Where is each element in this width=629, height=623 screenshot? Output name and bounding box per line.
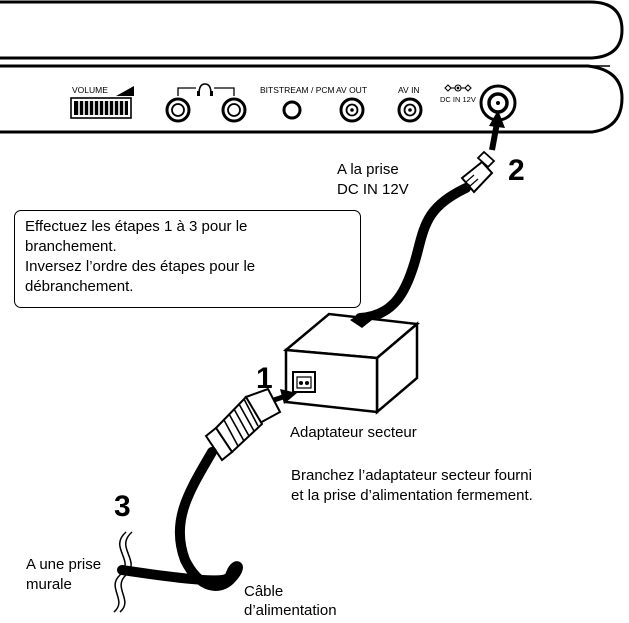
power-cable [117,447,243,591]
instruction-line-2: et la prise d’alimentation fermement. [291,487,533,504]
cable-label-line2: d’alimentation [244,602,337,619]
ac-plug [204,387,282,462]
instruction-line-1: Branchez l’adaptateur secteur fourni [291,467,532,484]
av-in-jack[interactable] [397,97,423,123]
note-line-3: Inversez l’ordre des étapes pour le [25,258,256,275]
step-2-arrow [489,110,505,151]
dc-in-label: DC IN 12V [440,95,476,104]
volume-label: VOLUME [72,85,108,95]
cable-label-line1: Câble [244,583,284,600]
headphone-jack-1[interactable] [165,97,191,123]
step-3-number: 3 [114,490,131,523]
headphone-icon [198,83,212,95]
dc-cable [355,183,471,323]
step-1-number: 1 [256,362,273,395]
note-line-1: Effectuez les étapes 1 à 3 pour le [25,218,248,235]
adapter-ac-inlet[interactable] [292,371,316,393]
headphone-bracket [177,87,235,96]
volume-ramp-icon [116,86,134,96]
note-line-4: débranchement. [25,278,134,295]
wall-outlet-label-line1: A une prise [26,556,102,573]
note-line-2: branchement. [25,238,117,255]
bitstream-pcm-button[interactable] [282,100,302,120]
instruction-note-box: Effectuez les étapes 1 à 3 pour le branc… [14,210,361,308]
dc-jack-label-line1: A la prise [337,161,399,178]
device-lid [0,0,624,60]
step-2-number: 2 [508,154,525,187]
dc-polarity-icon [444,84,472,92]
wall-outlet-label-line2: murale [26,576,72,593]
bitstream-pcm-label: BITSTREAM / PCM [260,85,335,95]
av-in-label: AV IN [398,85,420,95]
av-out-jack[interactable] [339,97,365,123]
wall-outlet [113,531,133,613]
headphone-jack-2[interactable] [221,97,247,123]
av-out-label: AV OUT [336,85,368,95]
adapter-label: Adaptateur secteur [290,424,417,441]
volume-slider[interactable] [70,97,132,119]
device-body [0,64,624,134]
ac-adapter [282,312,421,415]
dc-jack-label-line2: DC IN 12V [337,181,409,198]
